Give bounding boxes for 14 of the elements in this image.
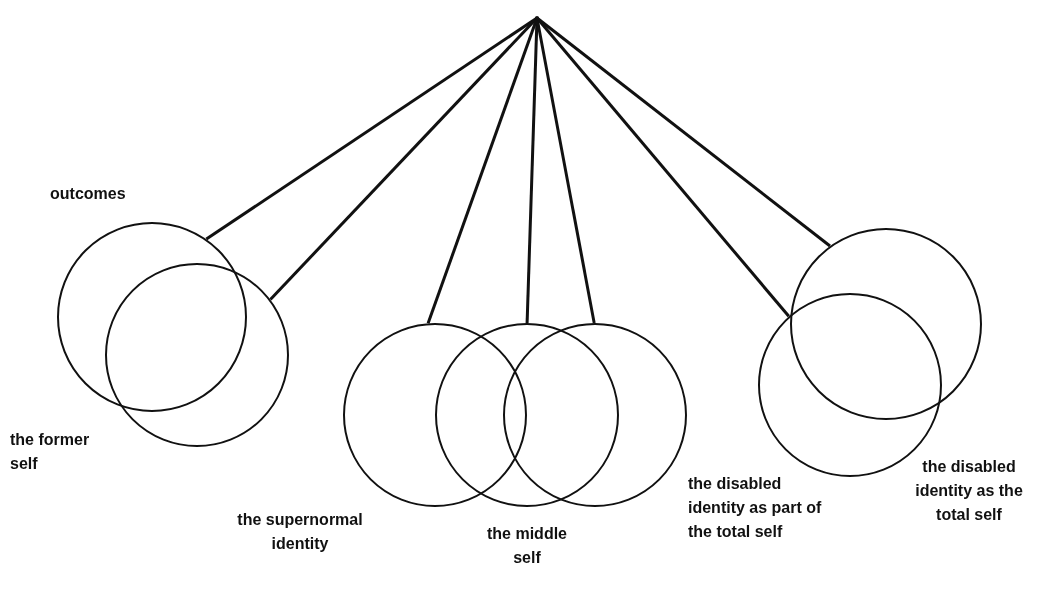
- apex-point: [535, 16, 539, 20]
- caption-text: the disabled identity as part of the total self: [688, 474, 823, 542]
- caption-text: the former self: [10, 430, 91, 474]
- circle-outline: [57, 222, 247, 412]
- caption-text: outcomes: [50, 184, 127, 204]
- circle-outline: [790, 228, 982, 420]
- circle-outline: [503, 323, 687, 507]
- caption-text: the supernormal identity: [236, 510, 364, 554]
- caption-text: the disabled identity as the total self: [914, 457, 1024, 525]
- circle-outline: [105, 263, 289, 447]
- circle-outline: [343, 323, 527, 507]
- connector-line: [536, 16, 831, 248]
- circle-outline: [435, 323, 619, 507]
- caption-text: the middle self: [486, 524, 568, 568]
